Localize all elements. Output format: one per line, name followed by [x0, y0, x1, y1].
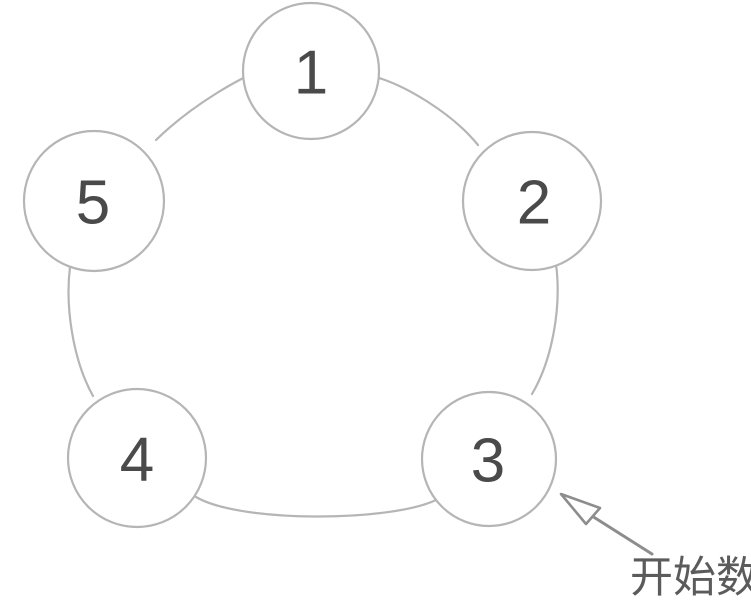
arrow-shaft — [590, 514, 654, 556]
node-circle-3[interactable] — [420, 390, 558, 528]
node-circle-1[interactable] — [241, 1, 381, 141]
arrow-head-icon — [559, 492, 602, 526]
node-label-4: 4 — [120, 426, 154, 495]
arc-5-to-1 — [154, 73, 252, 142]
node-label-group: 1 2 3 4 5 — [76, 39, 551, 496]
arc-4-to-5 — [67, 265, 95, 398]
node-group — [22, 1, 603, 529]
node-label-3: 3 — [471, 427, 505, 496]
annotation-arrow — [559, 492, 654, 556]
node-label-2: 2 — [517, 169, 551, 238]
node-circle-2[interactable] — [461, 130, 603, 272]
arc-3-to-4 — [194, 495, 438, 518]
arc-1-to-2 — [370, 74, 480, 147]
node-label-5: 5 — [76, 169, 110, 238]
node-circle-4[interactable] — [66, 387, 208, 529]
annotation-label: 开始数 — [630, 553, 751, 603]
node-circle-5[interactable] — [22, 129, 166, 273]
node-label-1: 1 — [294, 39, 328, 108]
arc-2-to-3 — [530, 262, 559, 396]
